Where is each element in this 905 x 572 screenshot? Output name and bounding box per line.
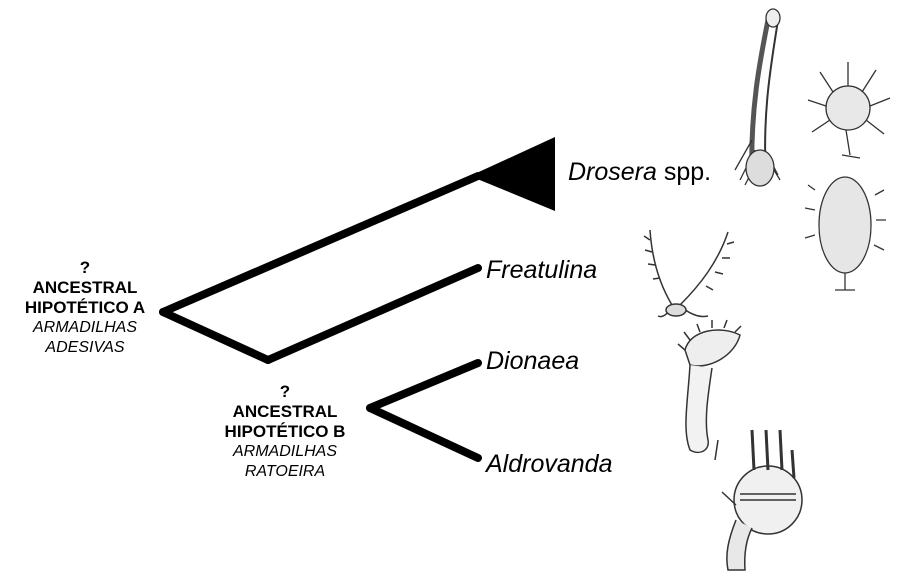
dionaea-flytrap-illustration [678, 320, 741, 460]
node-b-question-mark: ? [205, 382, 365, 402]
freatulina-leaf-illustration [644, 230, 734, 317]
taxon-dionaea-genus: Dionaea [486, 347, 579, 375]
taxon-label-freatulina: Freatulina [486, 256, 597, 285]
taxon-drosera-suffix: spp. [657, 158, 711, 186]
node-a-title-line2: HIPOTÉTICO A [0, 298, 170, 318]
branch-b-to-aldrovanda [370, 408, 478, 458]
taxon-drosera-genus: Drosera [568, 158, 657, 186]
drosera-clade-triangle [470, 137, 555, 211]
node-label-ancestor-a: ? ANCESTRAL HIPOTÉTICO A ARMADILHAS ADES… [0, 258, 170, 358]
branch-b-to-dionaea [370, 363, 478, 408]
node-b-title-line1: ANCESTRAL [205, 402, 365, 422]
node-b-title-line2: HIPOTÉTICO B [205, 422, 365, 442]
taxon-label-dionaea: Dionaea [486, 347, 579, 376]
taxon-label-aldrovanda: Aldrovanda [486, 450, 612, 479]
node-a-trap-line1: ARMADILHAS [0, 318, 170, 338]
node-b-trap-line1: ARMADILHAS [205, 442, 365, 462]
branch-to-freatulina [268, 268, 478, 360]
node-label-ancestor-b: ? ANCESTRAL HIPOTÉTICO B ARMADILHAS RATO… [205, 382, 365, 482]
node-a-question-mark: ? [0, 258, 170, 278]
node-a-trap-line2: ADESIVAS [0, 338, 170, 358]
aldrovanda-trap-illustration [722, 430, 802, 570]
node-a-title-line1: ANCESTRAL [0, 278, 170, 298]
node-b-trap-line2: RATOEIRA [205, 462, 365, 482]
branch-a-to-b [163, 312, 268, 360]
taxon-freatulina-genus: Freatulina [486, 256, 597, 284]
drosera-plant-illustrations [735, 9, 890, 290]
taxon-label-drosera: Drosera spp. [568, 158, 711, 187]
taxon-aldrovanda-genus: Aldrovanda [486, 450, 612, 478]
